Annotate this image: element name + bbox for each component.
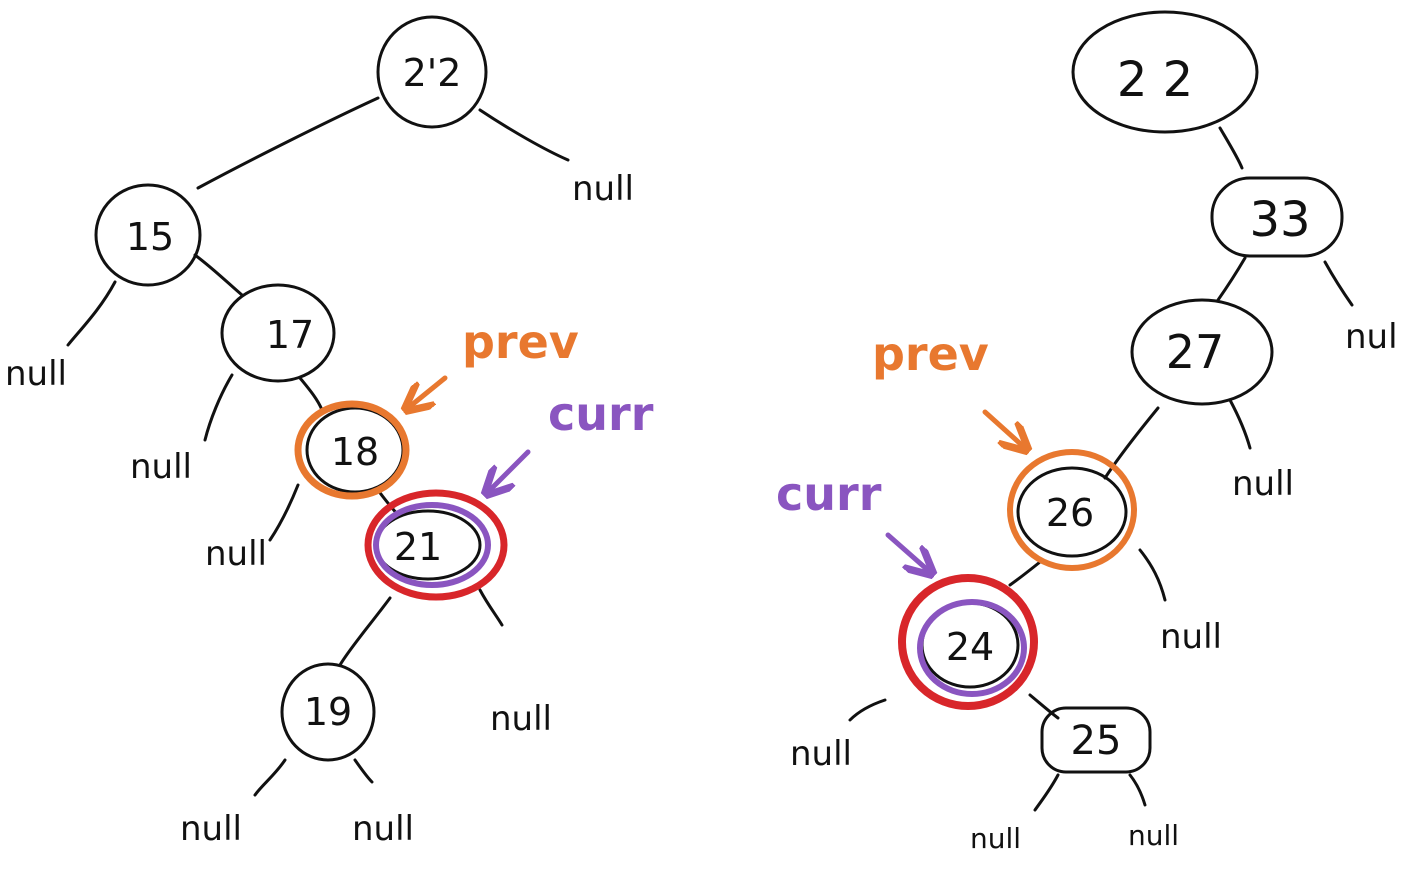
edge-25-null-left — [1033, 773, 1060, 812]
null-label: null — [970, 822, 1021, 855]
node-label: 21 — [394, 525, 442, 569]
node-label: 25 — [1071, 718, 1122, 764]
tree-node — [1210, 176, 1344, 258]
edge-18-null — [268, 483, 300, 542]
edge-26-24 — [1008, 560, 1042, 587]
edge-19-null-right — [353, 758, 374, 784]
edge-25-null-right — [1128, 773, 1147, 807]
edge-15-17 — [193, 253, 244, 297]
null-label: null — [790, 734, 852, 774]
null-label: null — [5, 354, 67, 394]
edge-15-null — [66, 280, 117, 347]
node-label: 18 — [331, 430, 379, 474]
tree-node — [280, 662, 376, 762]
tree-node — [94, 183, 202, 287]
null-label: null — [130, 447, 192, 487]
node-label: 24 — [946, 625, 994, 669]
left-tree: 2'2 15 17 18 21 19 null null null null n… — [5, 15, 654, 849]
tree-node — [1071, 10, 1259, 134]
edge-22-null — [478, 108, 570, 162]
prev-highlight-circle — [1007, 449, 1137, 571]
null-label: null — [1128, 819, 1179, 852]
node-label: 17 — [266, 313, 314, 357]
edge-17-18 — [298, 376, 324, 412]
null-label: null — [352, 809, 414, 849]
tree-node — [1130, 298, 1274, 406]
tree-node — [376, 15, 488, 129]
current-highlight-circle — [364, 489, 508, 601]
edge-22-15 — [196, 96, 380, 190]
edge-17-null — [203, 373, 234, 442]
null-label: null — [1232, 464, 1294, 504]
tree-node — [1016, 466, 1128, 558]
right-tree: 2 2 33 27 26 24 25 nul null null null nu… — [776, 10, 1398, 855]
node-label: 19 — [304, 690, 352, 734]
edge-24-null — [848, 698, 887, 722]
node-label: 2'2 — [403, 51, 462, 95]
curr-label: curr — [776, 467, 882, 521]
curr-highlight-circle — [917, 599, 1027, 697]
null-label: null — [1160, 617, 1222, 657]
current-highlight-circle — [898, 574, 1038, 710]
edge-27-26 — [1103, 406, 1160, 480]
null-label: nul — [1345, 317, 1398, 357]
node-label: 33 — [1249, 192, 1310, 248]
curr-arrow — [885, 532, 930, 572]
node-label: 2 2 — [1117, 52, 1193, 108]
edge-27-null — [1228, 398, 1252, 450]
prev-arrow — [982, 409, 1025, 448]
edge-19-null-left — [253, 758, 287, 797]
edge-22-33 — [1218, 126, 1244, 170]
edge-21-19 — [338, 596, 392, 667]
edge-33-27 — [1216, 256, 1247, 302]
edge-33-null — [1323, 260, 1354, 307]
null-label: null — [180, 809, 242, 849]
edge-24-25 — [1028, 693, 1060, 720]
tree-node — [220, 283, 336, 383]
null-label: null — [572, 169, 634, 209]
prev-label: prev — [872, 327, 989, 381]
null-label: null — [490, 699, 552, 739]
node-label: 15 — [126, 215, 174, 259]
edge-21-null — [478, 588, 504, 627]
prev-label: prev — [462, 315, 579, 369]
curr-highlight-circle — [373, 502, 491, 588]
tree-node — [1040, 706, 1152, 774]
null-label: null — [205, 534, 267, 574]
edge-26-null — [1138, 548, 1167, 602]
node-label: 27 — [1166, 325, 1225, 379]
curr-arrow — [488, 449, 531, 492]
prev-highlight-circle — [294, 400, 410, 500]
prev-arrow — [408, 375, 448, 408]
curr-label: curr — [548, 387, 654, 441]
node-label: 26 — [1046, 491, 1094, 535]
